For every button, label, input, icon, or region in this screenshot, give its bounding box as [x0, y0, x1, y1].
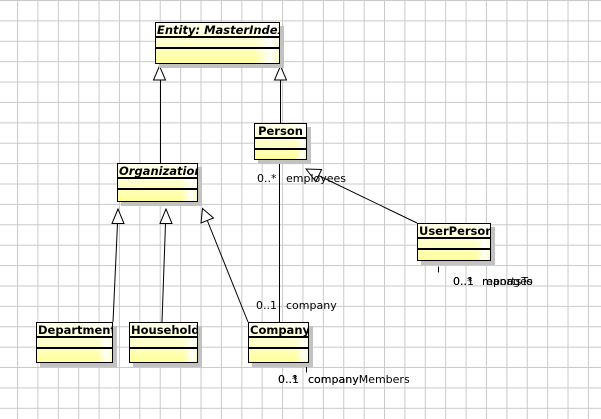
role-label: company: [308, 373, 359, 386]
multiplicity-label-employees: 0..*: [257, 172, 277, 185]
class-title: Organization: [118, 164, 197, 179]
class-operations-compartment: [156, 49, 279, 63]
role-label-company: company: [286, 299, 337, 312]
class-operations-compartment: [418, 250, 490, 260]
multiplicity-label: 0..1: [278, 373, 299, 386]
generalization-arrowhead-icon: [200, 207, 215, 224]
class-operations-compartment: [37, 349, 112, 362]
class-operations-compartment: [130, 349, 197, 362]
generalization-arrowhead-icon: [304, 168, 323, 183]
class-attributes-compartment: [130, 338, 197, 349]
class-company[interactable]: Company: [248, 322, 309, 363]
class-person[interactable]: Person: [254, 123, 307, 160]
generalization-arrowhead-icon: [152, 64, 167, 81]
class-title: Household: [130, 323, 197, 338]
class-attributes-compartment: [118, 179, 197, 190]
role-label: companyMembers: [308, 373, 410, 386]
class-userperson[interactable]: UserPerson: [417, 223, 491, 261]
class-attributes-compartment: [418, 239, 490, 250]
multiplicity-label: 0..1: [453, 275, 474, 288]
generalization-userperson-person-line[interactable]: [318, 175, 418, 224]
role-label: manages: [482, 275, 533, 288]
generalization-company-organization-line[interactable]: [207, 220, 249, 323]
generalization-arrowhead-icon: [111, 207, 125, 224]
multiplicity-label: 0..*: [453, 275, 473, 288]
class-attributes-compartment: [249, 338, 308, 349]
generalization-household-organization-line[interactable]: [161, 223, 166, 323]
class-title: Department: [37, 323, 112, 338]
role-label: reportsTo: [482, 275, 533, 288]
generalization-arrowhead-icon: [273, 64, 288, 81]
class-attributes-compartment: [255, 139, 306, 150]
class-organization[interactable]: Organization: [117, 163, 198, 202]
class-attributes-compartment: [37, 338, 112, 349]
multiplicity-label-company: 0..1: [256, 299, 277, 312]
class-operations-compartment: [255, 150, 306, 159]
generalization-arrowhead-icon: [159, 207, 173, 224]
class-department[interactable]: Department: [36, 322, 113, 363]
class-operations-compartment: [249, 349, 308, 362]
generalization-department-organization-line[interactable]: [112, 223, 118, 323]
class-title: Entity: MasterIndex: [156, 23, 279, 38]
class-operations-compartment: [118, 190, 197, 201]
class-household[interactable]: Household: [129, 322, 198, 363]
class-entity-masterindex[interactable]: Entity: MasterIndex: [155, 22, 280, 64]
class-title: Person: [255, 124, 306, 139]
class-title: Company: [249, 323, 308, 338]
class-attributes-compartment: [156, 38, 279, 49]
role-label-employees: employees: [286, 172, 347, 185]
multiplicity-label: 0..*: [278, 373, 298, 386]
class-title: UserPerson: [418, 224, 490, 239]
